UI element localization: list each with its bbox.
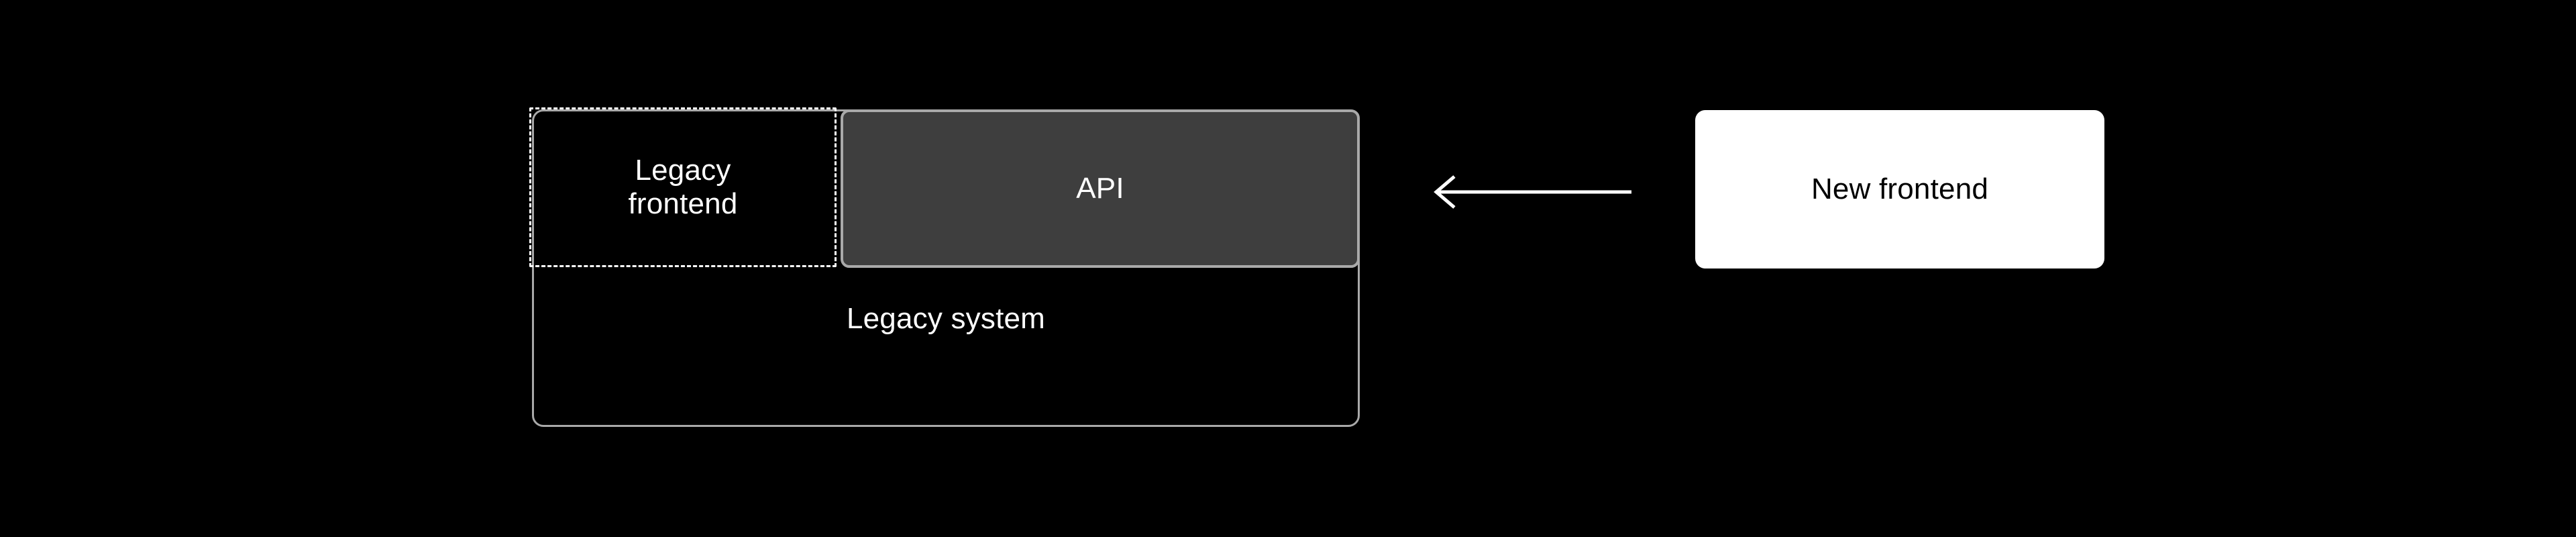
migration-arrow-icon xyxy=(1434,175,1631,209)
new-frontend-label: New frontend xyxy=(1811,173,1989,205)
legacy-frontend-box[interactable]: Legacy frontend xyxy=(529,107,837,267)
api-box[interactable]: API xyxy=(841,109,1360,268)
arrow-head xyxy=(1434,175,1456,209)
legacy-system-label: Legacy system xyxy=(846,302,1046,335)
legacy-frontend-label: Legacy frontend xyxy=(628,154,738,220)
new-frontend-box[interactable]: New frontend xyxy=(1695,110,2104,268)
api-label: API xyxy=(1076,172,1124,205)
